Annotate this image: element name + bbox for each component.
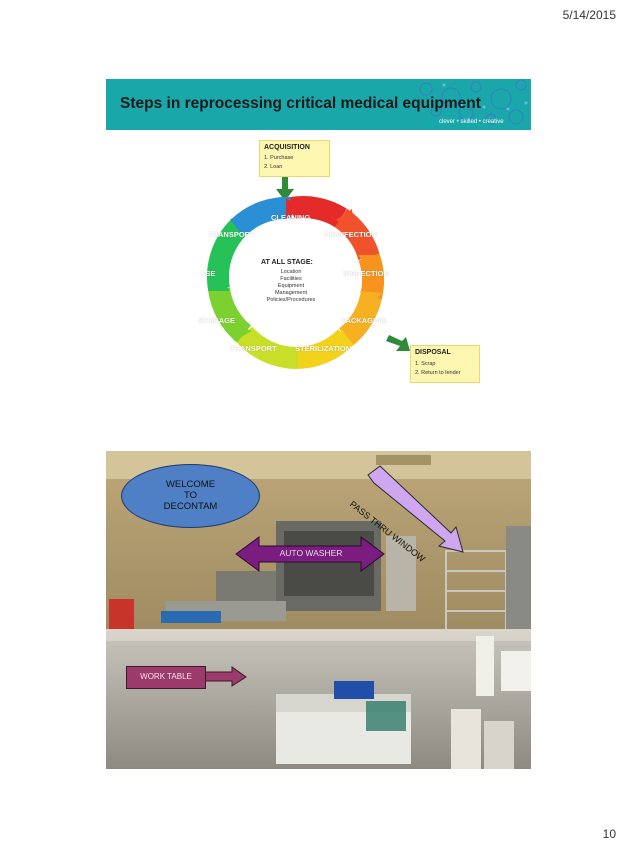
decorative-dots-pattern: [416, 79, 528, 125]
brand-tagline: clever • skilled • creative: [439, 119, 504, 125]
auto-washer-label: AUTO WASHER: [279, 548, 343, 558]
stage-cleaning: CLEANING: [271, 213, 311, 222]
work-table-box: WORK TABLE: [126, 666, 206, 689]
welcome-line: DECONTAM: [163, 501, 218, 512]
page-number: 10: [602, 827, 616, 841]
annotation-arrows: [203, 465, 464, 687]
disposal-arrow: [386, 335, 410, 351]
acquisition-note: ACQUISITION 1. Purchase 2. Loan: [259, 140, 330, 177]
stage-use: USE: [200, 269, 216, 278]
disposal-item: 2. Return to lender: [415, 370, 461, 376]
disposal-item: 1. Scrap: [415, 361, 436, 367]
stage-transport-bottom: TRANSPORT: [230, 344, 277, 353]
pass-thru-arrow: [367, 465, 464, 553]
acquisition-arrow: [276, 177, 294, 201]
disposal-note: DISPOSAL 1. Scrap 2. Return to lender: [410, 345, 480, 383]
center-item: Facilities: [280, 276, 302, 282]
reprocessing-cycle-diagram: [206, 177, 410, 369]
title-banner: Steps in reprocessing critical medical e…: [106, 79, 531, 130]
acquisition-item: 1. Purchase: [264, 155, 294, 161]
auto-washer-arrow: [235, 536, 385, 572]
slide-decontam-photo: WELCOME TO DECONTAM AUTO WASHER PASS THR…: [106, 451, 531, 769]
center-title: AT ALL STAGE:: [261, 259, 313, 266]
work-table-arrow: [203, 666, 247, 687]
welcome-line: TO: [183, 490, 198, 501]
welcome-oval: WELCOME TO DECONTAM: [121, 464, 260, 528]
slide-date: 5/14/2015: [562, 8, 616, 22]
stage-disinfection: DISINFECTION: [324, 230, 377, 239]
center-item: Equipment: [277, 283, 305, 289]
disposal-title: DISPOSAL: [415, 349, 451, 356]
stage-storage: STORAGE: [198, 316, 235, 325]
stage-sterilization: STERILIZATION: [295, 344, 352, 353]
stage-packaging: PACKAGING: [341, 316, 387, 325]
center-item: Management: [274, 290, 308, 296]
acquisition-title: ACQUISITION: [264, 144, 310, 151]
welcome-line: WELCOME: [165, 479, 216, 490]
work-table-label: WORK TABLE: [140, 672, 192, 681]
stage-transport-top: TRANSPORT: [208, 230, 255, 239]
slide-reprocessing-steps: Steps in reprocessing critical medical e…: [106, 79, 531, 389]
stage-inspection: INSPECTION: [343, 269, 389, 278]
welcome-label: WELCOME TO DECONTAM: [122, 479, 259, 512]
slide-title: Steps in reprocessing critical medical e…: [120, 95, 481, 112]
acquisition-item: 2. Loan: [264, 164, 283, 170]
center-item: Location: [280, 269, 302, 275]
center-item: Policies/Procedures: [266, 297, 316, 303]
